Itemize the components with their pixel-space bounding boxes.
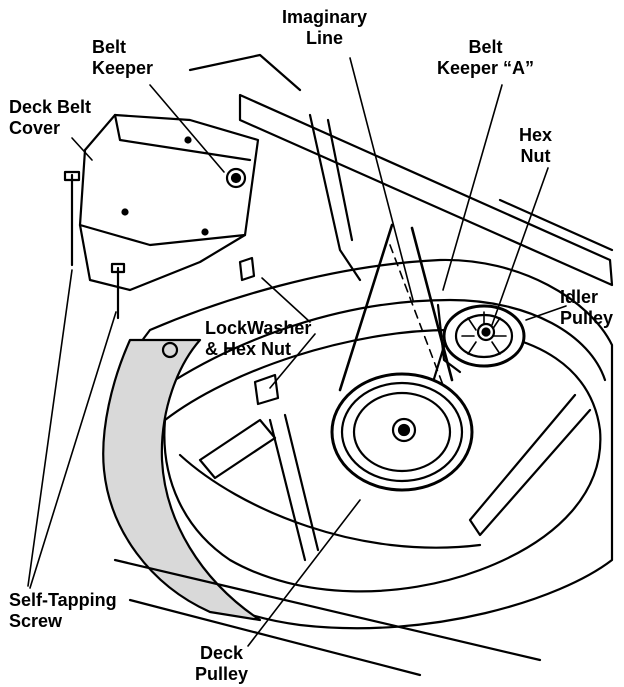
drive-belt (338, 223, 454, 392)
label-belt-keeper-a: Belt Keeper “A” (437, 37, 535, 78)
self-tapping-screw-1 (63, 170, 81, 267)
frame-rail-top (238, 93, 614, 287)
self-tapping-screw-2 (110, 262, 126, 320)
label-lockwasher-hex-nut: LockWasher & Hex Nut (205, 318, 312, 359)
imaginary-line (389, 244, 461, 431)
lockwasher-hex-nut (238, 256, 256, 282)
label-self-tapping-screw: Self-Tapping Screw (9, 590, 117, 631)
frame-rail (188, 53, 302, 92)
frame-rail-lower (113, 558, 542, 662)
label-belt-keeper: Belt Keeper (92, 37, 154, 78)
deck-chute (102, 338, 262, 622)
label-deck-belt-cover: Deck Belt Cover (9, 97, 92, 138)
belt-keeper-boss (225, 167, 247, 189)
deck-belt-cover (78, 113, 260, 292)
label-imaginary-line: Imaginary Line (282, 7, 368, 48)
label-hex-nut: Hex Nut (519, 125, 553, 166)
label-deck-pulley: Deck Pulley (195, 643, 249, 684)
label-idler-pulley: Idler Pulley (560, 287, 614, 328)
